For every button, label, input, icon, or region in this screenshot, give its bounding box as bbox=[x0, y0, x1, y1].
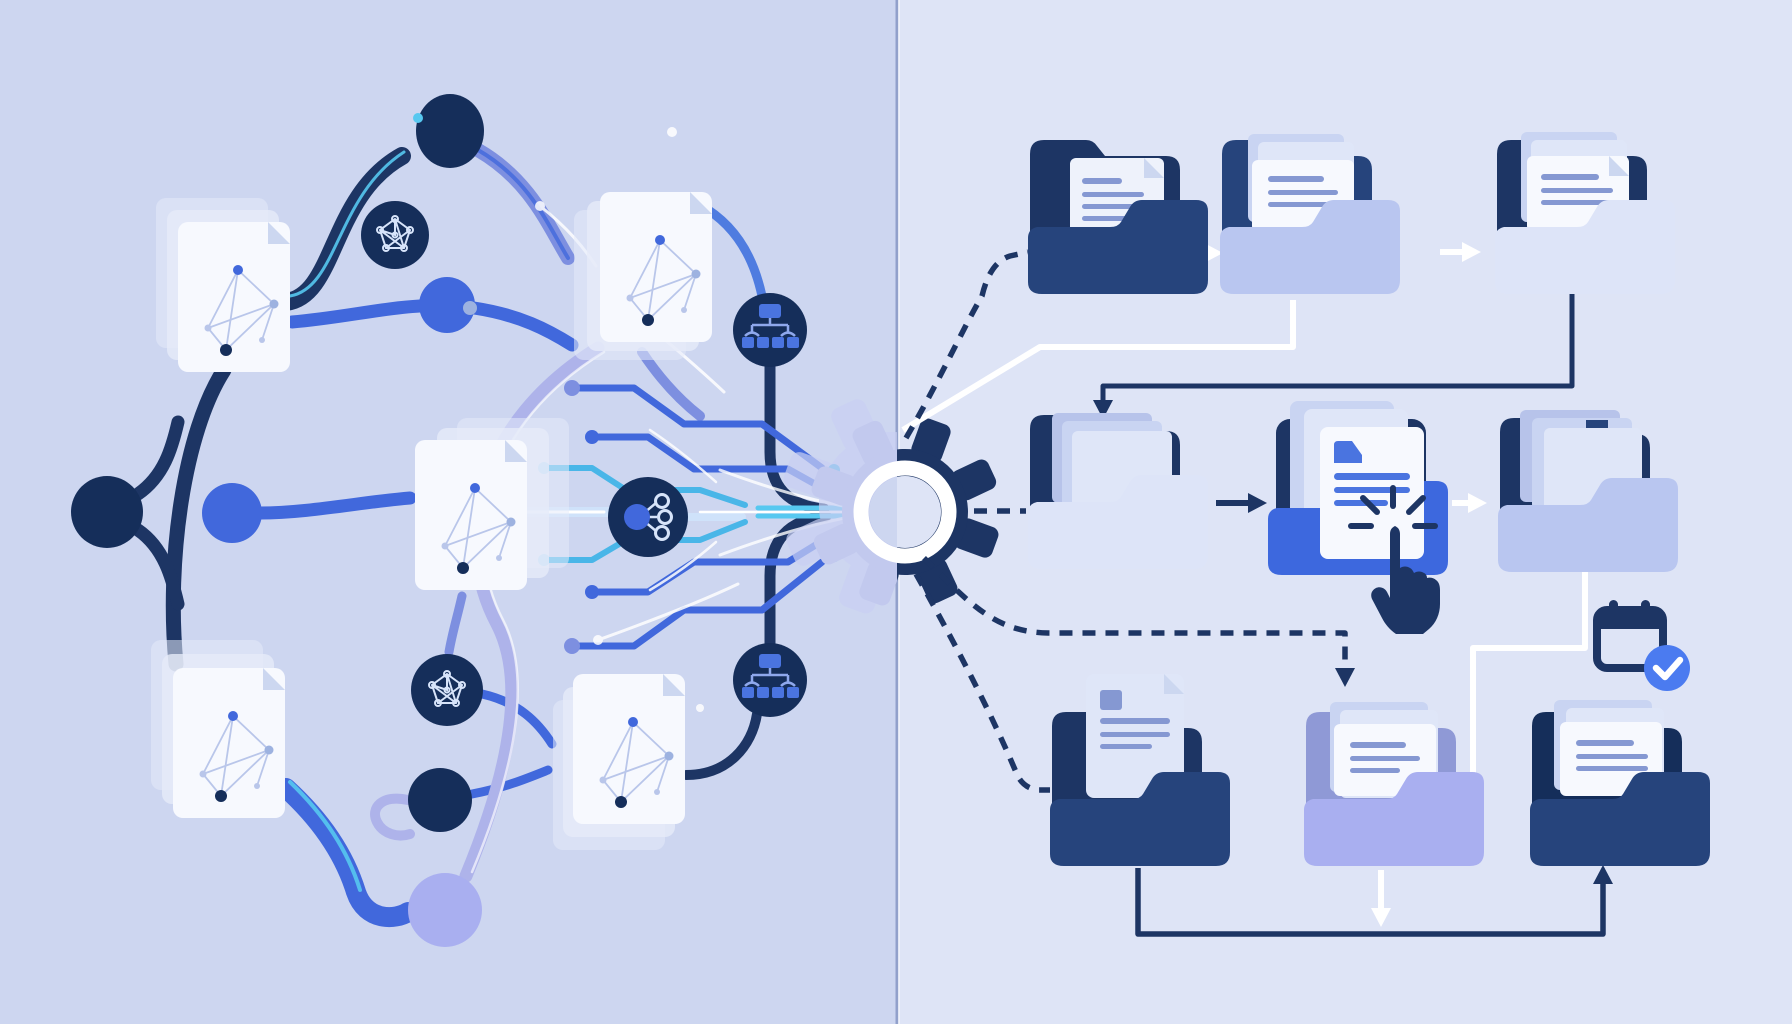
folder-4 bbox=[1028, 413, 1208, 569]
doc-stack-bottom-left bbox=[151, 640, 285, 818]
folder-5 bbox=[1268, 401, 1448, 634]
dashed-gear-to-folder-7 bbox=[913, 572, 1050, 793]
folder-grid bbox=[1028, 132, 1710, 866]
document bbox=[1086, 674, 1184, 798]
org-chart-icon bbox=[733, 643, 807, 717]
dashed-gear-to-folder-8 bbox=[922, 556, 1348, 666]
doc-stack-top-left bbox=[156, 198, 290, 372]
doc-stack-center bbox=[415, 418, 569, 590]
calendar-check-icon bbox=[1593, 600, 1690, 691]
folder-8 bbox=[1304, 702, 1484, 866]
node-lavender bbox=[408, 873, 482, 947]
left-nodes bbox=[71, 94, 807, 947]
check-badge bbox=[1644, 645, 1690, 691]
right-connectors bbox=[901, 242, 1613, 937]
left-network-wires bbox=[131, 143, 832, 928]
elbow-folder-7-to-9 bbox=[1135, 868, 1606, 937]
dashed-gear-to-folder-1 bbox=[903, 249, 1029, 440]
folder-3 bbox=[1495, 132, 1675, 294]
share-distribute-icon bbox=[608, 477, 688, 557]
node-top bbox=[416, 94, 484, 168]
neural-network-icon bbox=[361, 201, 429, 269]
node-left bbox=[71, 476, 143, 548]
elbow-folder-3-to-4 bbox=[1100, 290, 1575, 400]
org-chart-icon bbox=[733, 293, 807, 367]
folder-2 bbox=[1220, 134, 1400, 294]
document bbox=[1070, 158, 1164, 238]
folder-7 bbox=[1050, 674, 1230, 866]
doc-stack-bottom-middle bbox=[553, 674, 685, 850]
folder-6 bbox=[1498, 410, 1678, 572]
node-blue-top bbox=[419, 277, 475, 333]
node-blue-left bbox=[202, 483, 262, 543]
elbow-gear-to-folder-2 bbox=[901, 300, 1296, 433]
folder-9 bbox=[1530, 700, 1710, 866]
selected-document bbox=[1320, 427, 1424, 559]
doc-stack-top-middle bbox=[574, 192, 712, 360]
gear-icon bbox=[749, 362, 1029, 648]
folder-1 bbox=[1028, 140, 1208, 294]
neural-network-icon bbox=[411, 654, 483, 726]
node-navy-bottom bbox=[408, 768, 472, 832]
cursor-click-icon bbox=[1348, 485, 1440, 634]
